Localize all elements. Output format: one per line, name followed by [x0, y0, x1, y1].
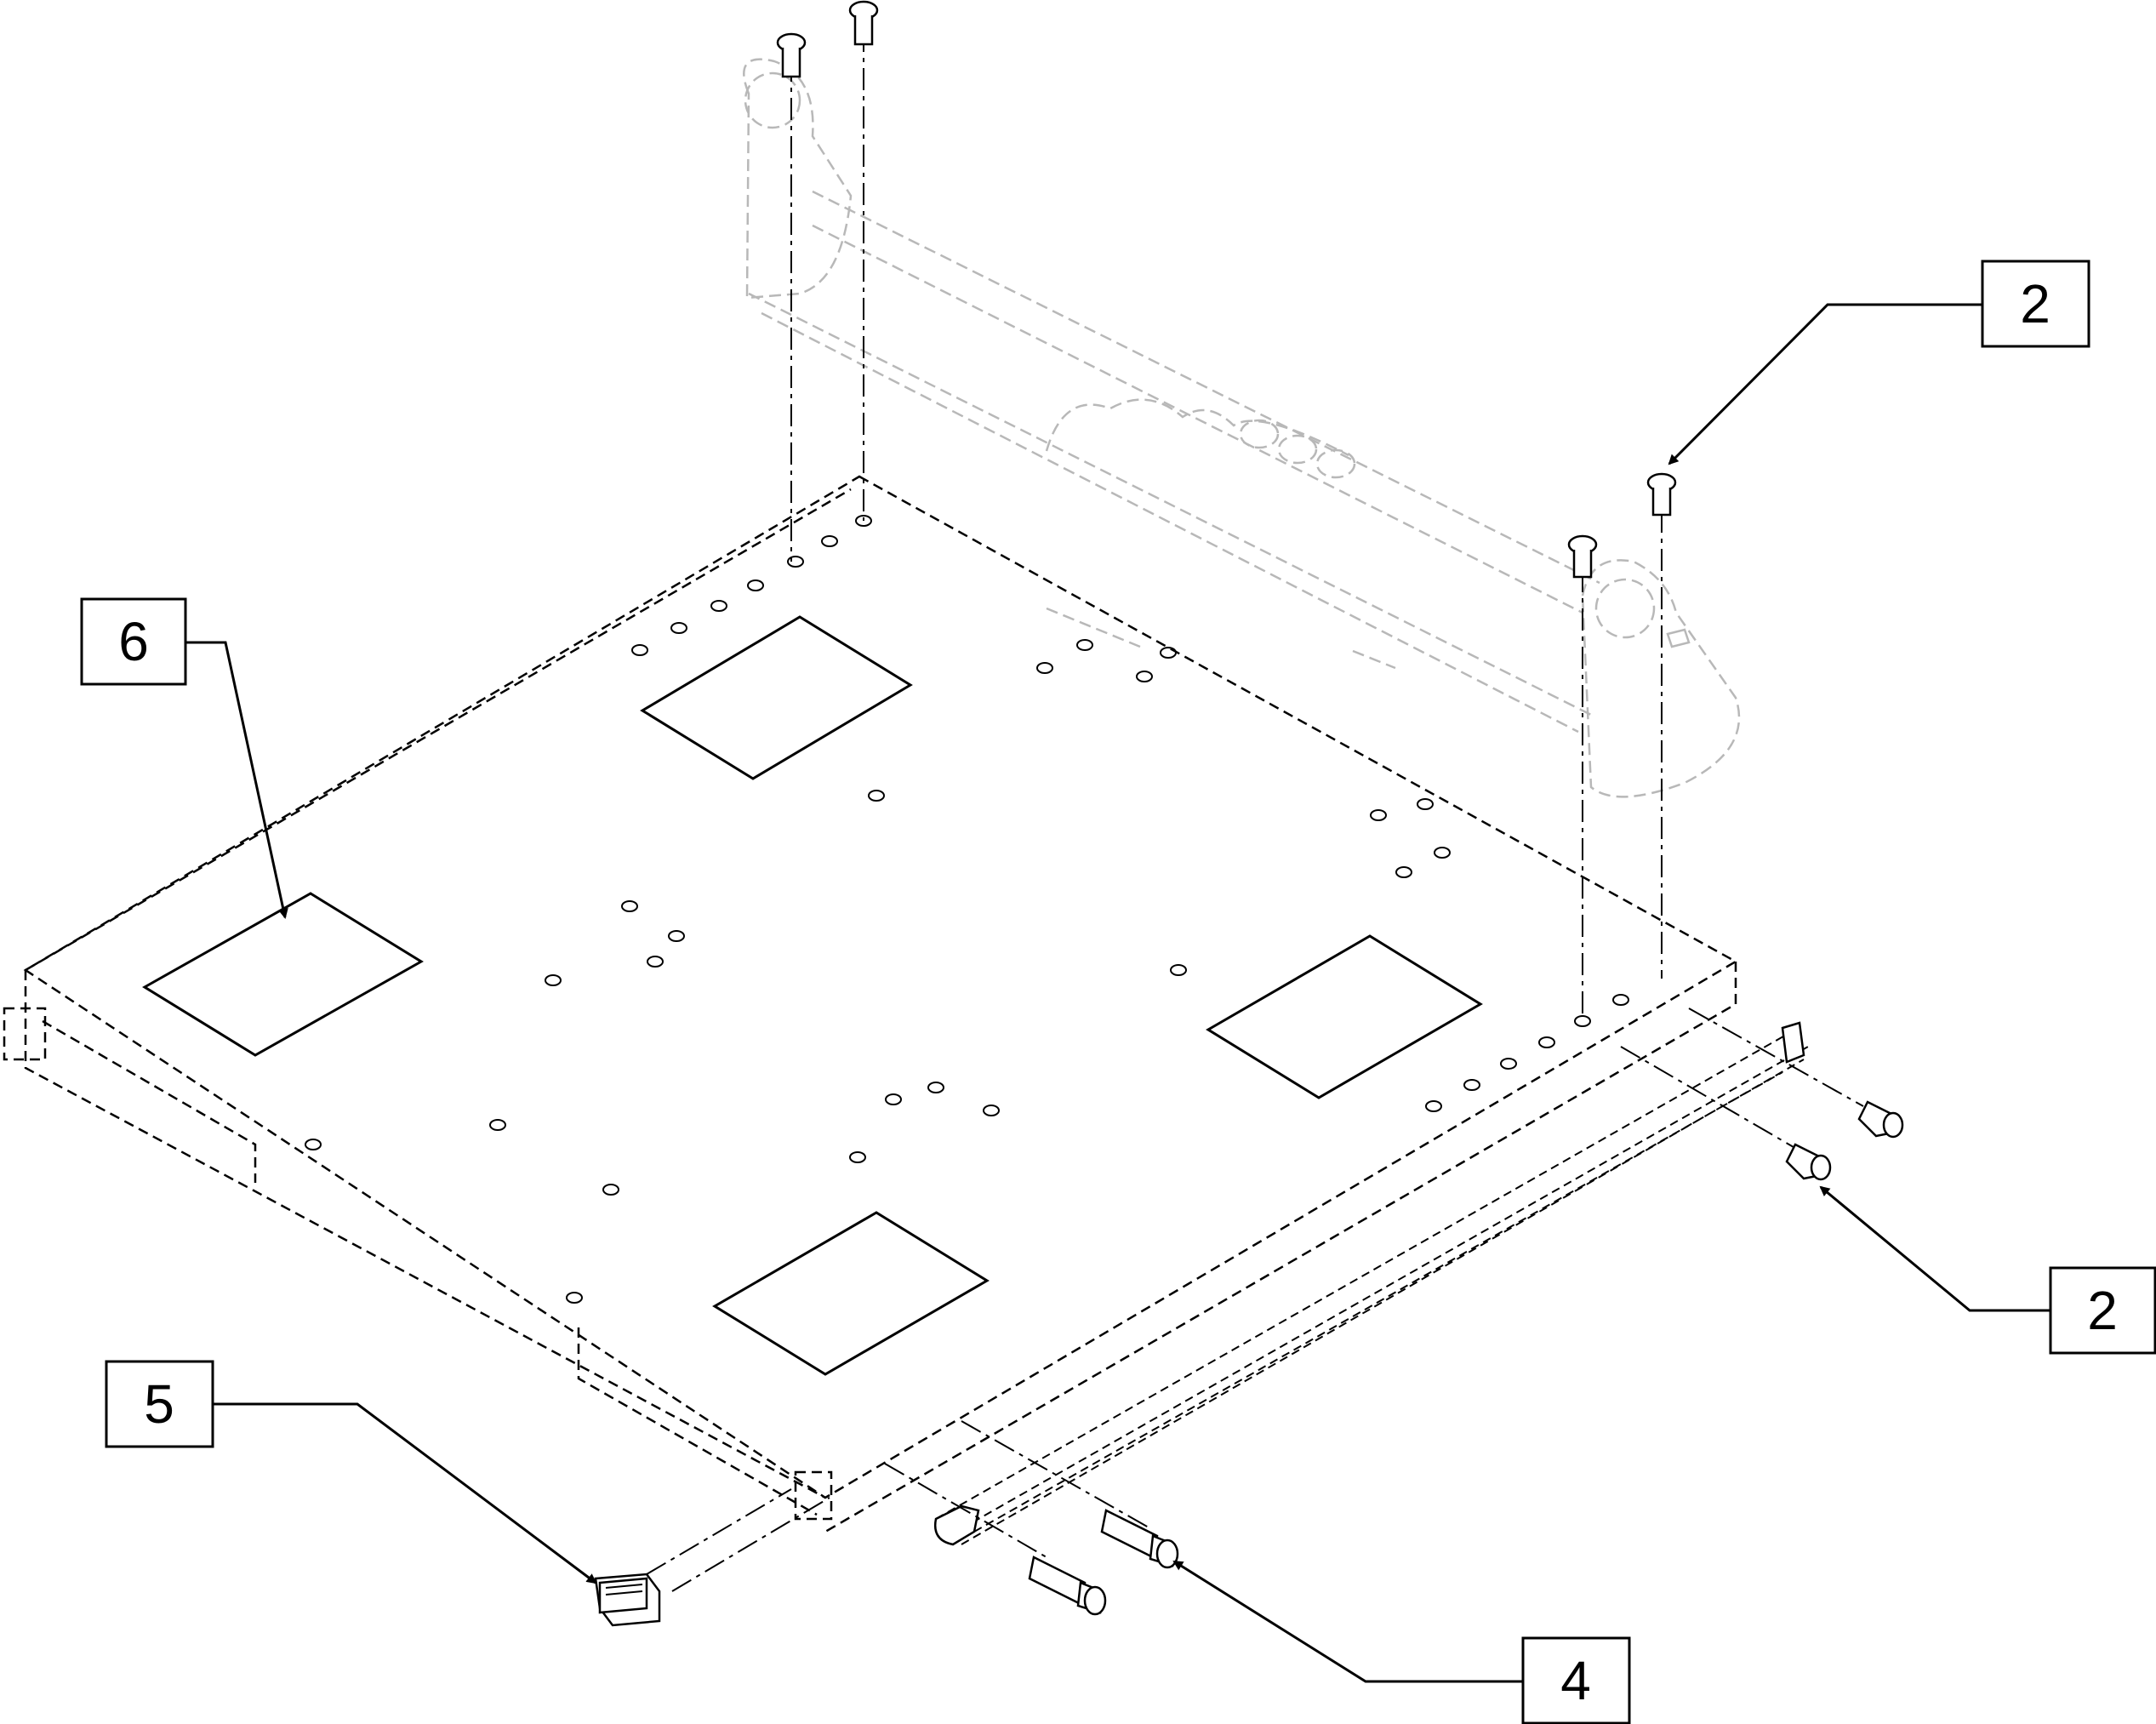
mounting-holes	[305, 515, 1629, 1304]
bolt-front-upper	[1100, 1509, 1179, 1569]
screw-rail-right-2	[1785, 1143, 1832, 1181]
adhesive-pads	[142, 615, 1483, 1376]
screw-top-left	[776, 32, 807, 78]
bolts-item-4	[1028, 1509, 1179, 1616]
screw-right-lower	[1567, 534, 1598, 579]
callout-2-top-label: 2	[2020, 273, 2050, 334]
back-frame-assembly	[743, 58, 1741, 798]
bolt-front-lower	[1028, 1556, 1107, 1616]
seat-plate	[3, 475, 1738, 1533]
screw-top-mid	[848, 0, 879, 46]
callout-2-top: 2	[1981, 260, 2090, 348]
pad-1	[640, 615, 913, 780]
callout-4-label: 4	[1560, 1650, 1591, 1711]
pad-2	[142, 892, 424, 1057]
callout-5: 5	[105, 1360, 214, 1448]
callout-2-right: 2	[2049, 1266, 2156, 1355]
screw-right-upper	[1646, 472, 1677, 517]
end-cap-item-5	[594, 1573, 661, 1627]
callout-6-label: 6	[118, 611, 149, 672]
screws-item-2	[776, 0, 1904, 1181]
front-rail	[933, 1021, 1809, 1546]
alignment-centerlines	[646, 30, 1864, 1592]
pad-4	[712, 1211, 990, 1376]
screw-rail-right-1	[1857, 1100, 1904, 1139]
callout-4: 4	[1521, 1636, 1631, 1724]
callout-6: 6	[80, 597, 187, 686]
leader-lines	[185, 303, 2050, 1683]
callout-2-right-label: 2	[2087, 1280, 2118, 1341]
pad-3	[1206, 934, 1483, 1099]
callout-5-label: 5	[144, 1373, 174, 1435]
